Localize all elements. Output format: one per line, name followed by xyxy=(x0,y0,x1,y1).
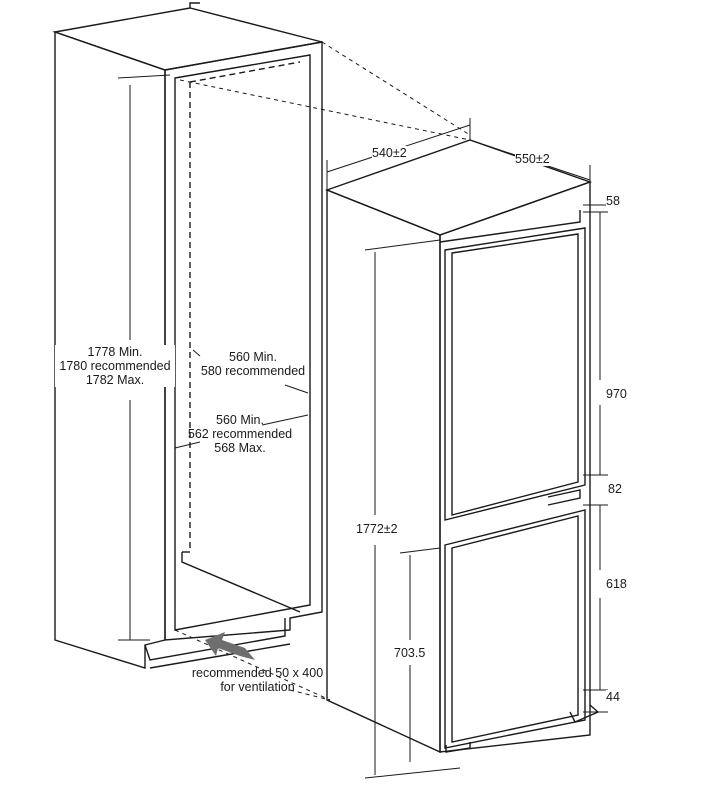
width-dimension: 540±2 xyxy=(372,146,407,160)
height-min: 1778 Min. xyxy=(87,345,143,359)
height-max: 1782 Max. xyxy=(85,373,145,387)
bottom-gap-dimension: 44 xyxy=(606,690,620,704)
ventilation-arrow xyxy=(205,632,255,660)
depth-dimension: 550±2 xyxy=(515,152,550,166)
upper-door-dimension: 970 xyxy=(606,387,627,401)
lower-door xyxy=(444,509,586,749)
ventilation-note: for ventilation xyxy=(220,680,295,694)
middle-gap-dimension: 82 xyxy=(608,482,622,496)
ventilation-size: recommended 50 x 400 xyxy=(191,666,324,680)
width-recommended: 562 recommended xyxy=(187,427,293,441)
niche-width-label: 560 Min. 562 recommended 568 Max. xyxy=(185,413,295,455)
upper-door xyxy=(444,227,586,521)
lower-door-dimension: 618 xyxy=(606,577,627,591)
lower-height-dimension: 703.5 xyxy=(394,646,426,660)
appliance-body xyxy=(325,139,600,754)
niche-height-label: 1778 Min. 1780 recommended 1782 Max. xyxy=(55,345,175,387)
niche-cabinet xyxy=(52,2,323,669)
total-height-dimension: 1772±2 xyxy=(356,522,398,536)
height-recommended: 1780 recommended xyxy=(59,359,171,373)
ventilation-label: recommended 50 x 400 for ventilation xyxy=(190,666,325,694)
niche-dimension-lines xyxy=(117,41,471,701)
niche-depth-label: 560 Min. 580 recommended xyxy=(198,350,308,378)
width-min: 560 Min. xyxy=(216,413,264,427)
width-max: 568 Max. xyxy=(214,441,266,455)
depth-min: 560 Min. xyxy=(229,350,277,364)
depth-recommended: 580 recommended xyxy=(200,364,306,378)
top-gap-dimension: 58 xyxy=(606,194,620,208)
